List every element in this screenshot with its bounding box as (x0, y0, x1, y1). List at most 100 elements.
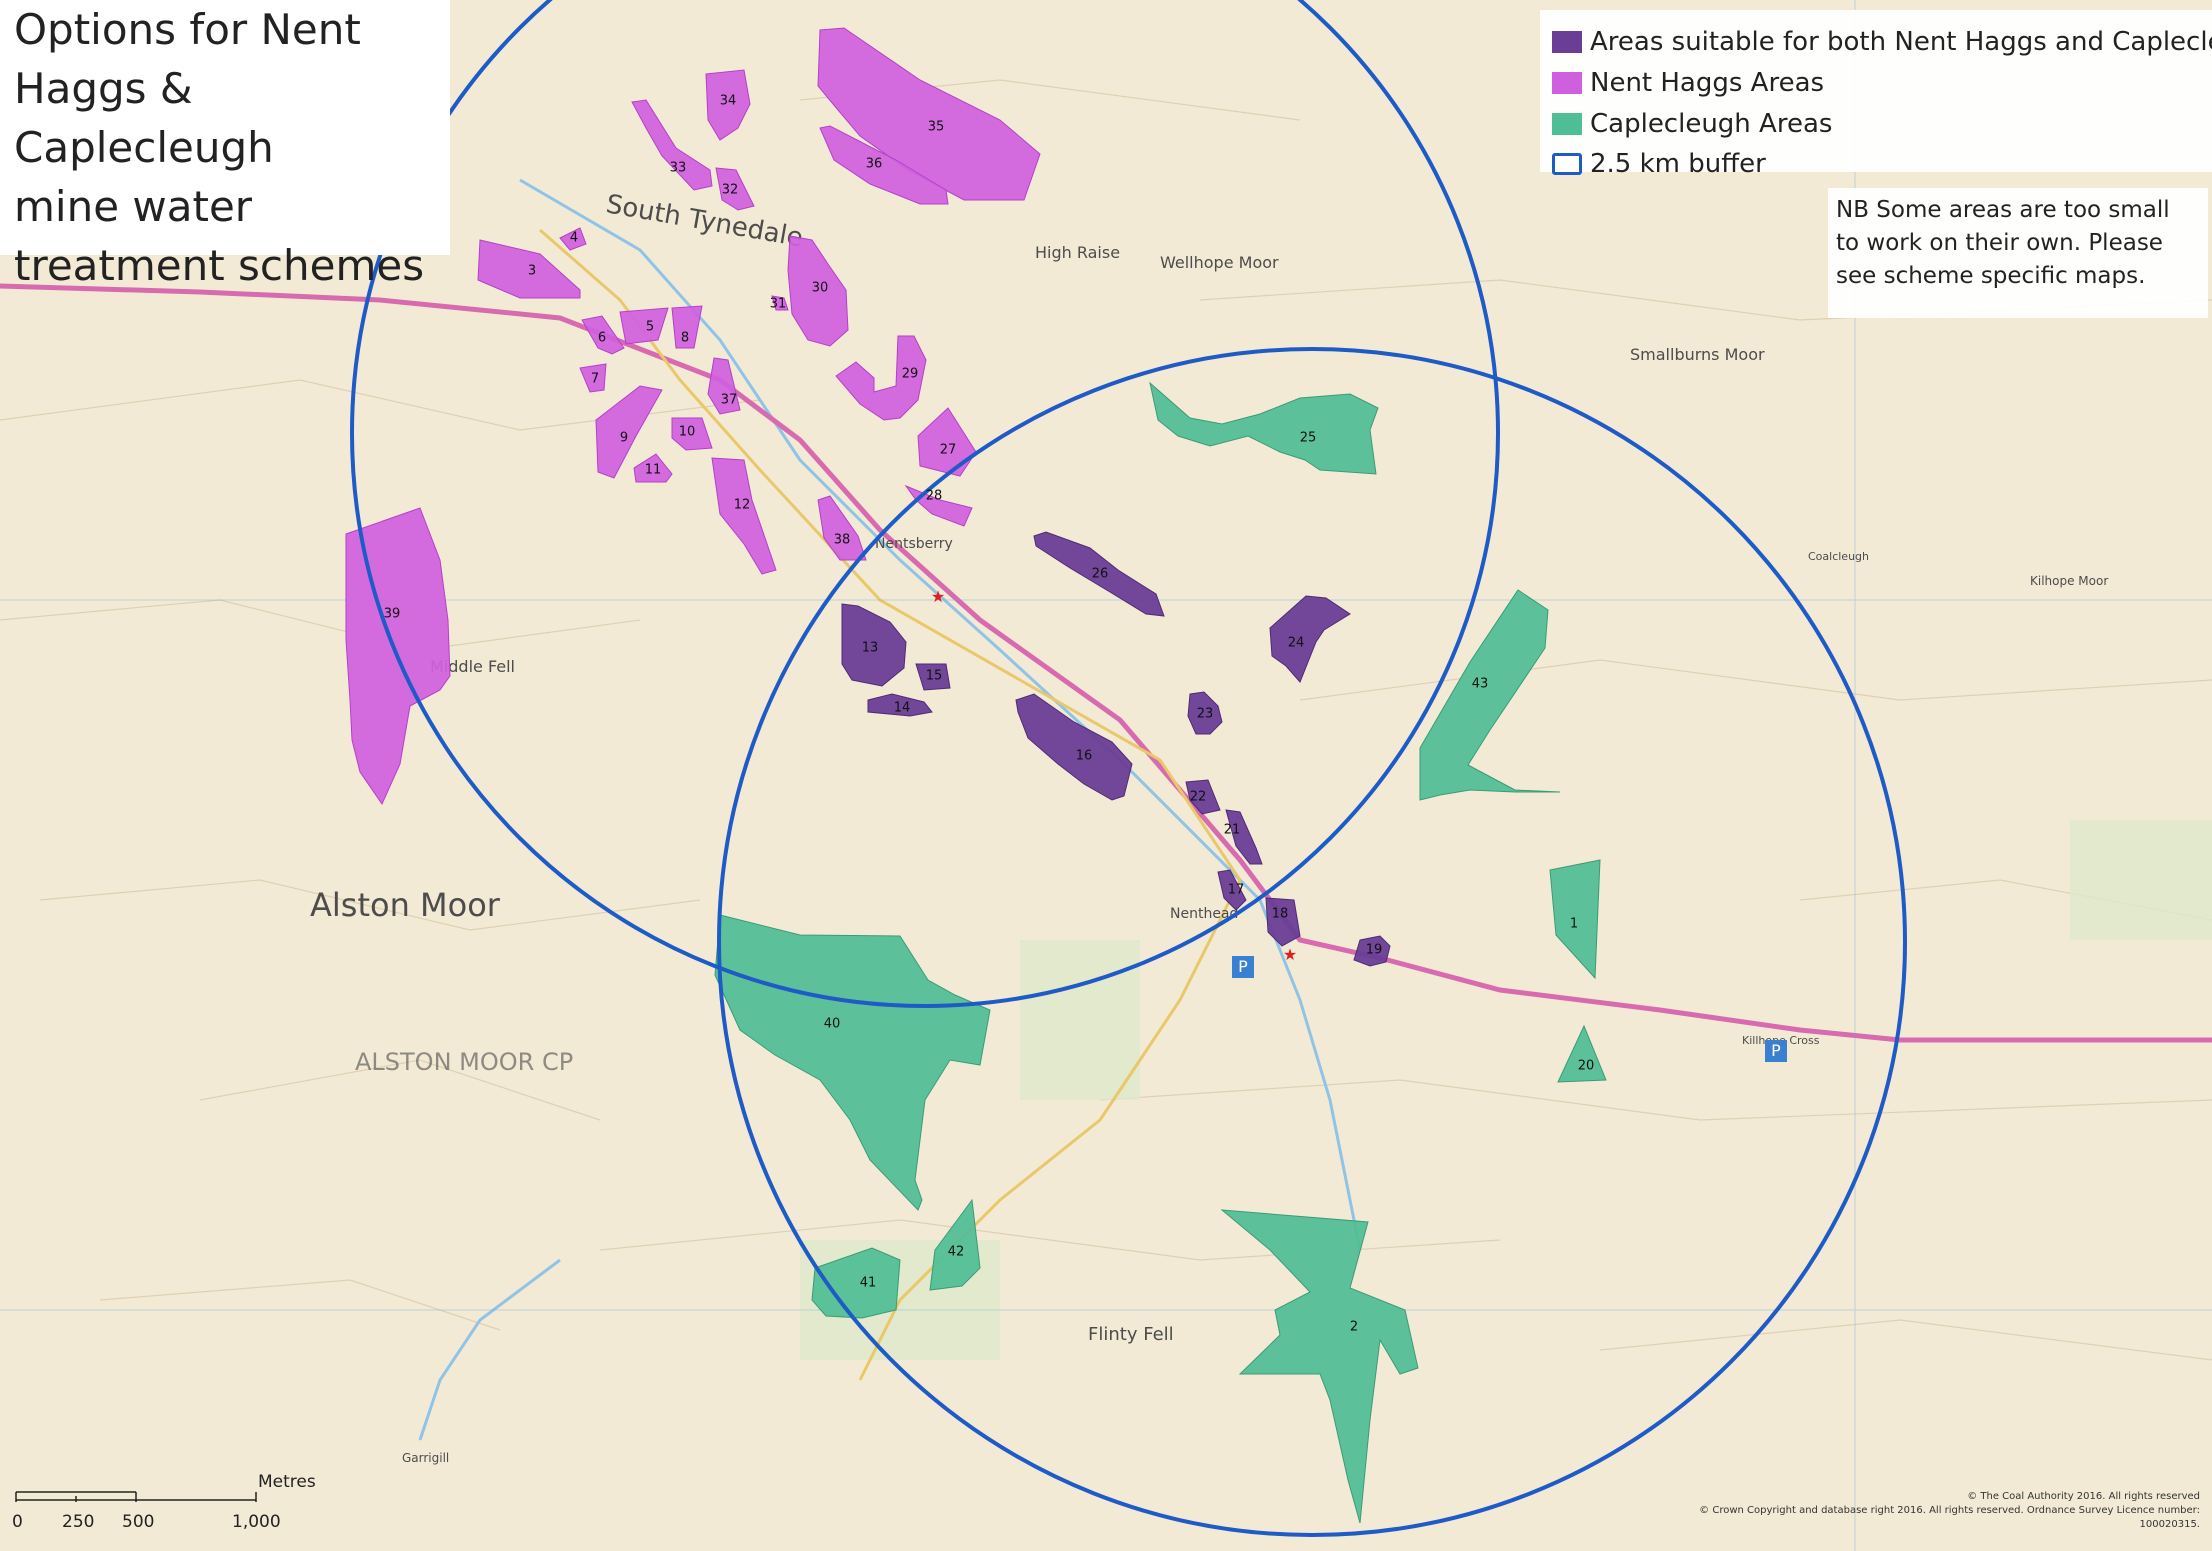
area-29[interactable] (835, 335, 927, 421)
area-18[interactable] (1265, 897, 1301, 947)
area-label: 3 (528, 264, 536, 279)
area-33[interactable] (631, 99, 713, 191)
area-21[interactable] (1225, 809, 1263, 865)
area-15[interactable] (915, 663, 951, 691)
area-label: 11 (645, 463, 662, 478)
map-title: Options for Nent Haggs & Caplecleugh min… (0, 0, 450, 290)
note-box: NB Some areas are too small to work on t… (1828, 188, 2208, 318)
area-label: 28 (926, 489, 943, 504)
title-line: mine water (14, 182, 253, 231)
area-34[interactable] (705, 69, 751, 141)
place-middle-fell: Middle Fell (430, 657, 515, 676)
legend-item-buffer: 2.5 km buffer (1552, 146, 1766, 182)
svg-text:P: P (1238, 957, 1248, 976)
scale-tick: 0 (12, 1512, 23, 1532)
area-label: 23 (1197, 707, 1214, 722)
area-10[interactable] (671, 417, 713, 451)
area-label: 34 (720, 94, 737, 109)
area-22[interactable] (1185, 779, 1221, 815)
area-label: 21 (1224, 823, 1241, 838)
area-25[interactable] (1149, 381, 1379, 475)
area-label: 22 (1190, 790, 1207, 805)
both-areas (841, 531, 1391, 967)
area-12[interactable] (711, 457, 777, 575)
area-41[interactable] (811, 1247, 901, 1319)
buffers (350, 0, 1907, 1537)
area-label: 9 (620, 431, 628, 446)
area-27[interactable] (917, 407, 977, 477)
area-label: 4 (570, 231, 578, 246)
place-smallburns-moor: Smallburns Moor (1630, 345, 1765, 364)
area-label: 33 (670, 161, 687, 176)
place-high-raise: High Raise (1035, 243, 1120, 262)
area-16[interactable] (1015, 693, 1133, 801)
area-32[interactable] (715, 167, 755, 211)
area-label: 12 (734, 498, 751, 513)
area-label: 7 (591, 372, 599, 387)
area-label: 32 (722, 183, 739, 198)
area-label: 25 (1300, 431, 1317, 446)
area-1[interactable] (1549, 859, 1601, 980)
legend-item-nent-haggs: Nent Haggs Areas (1552, 65, 1824, 101)
legend-item-caplecleugh: Caplecleugh Areas (1552, 106, 1832, 142)
area-9[interactable] (595, 385, 663, 479)
area-36[interactable] (819, 125, 949, 205)
area-label: 35 (928, 120, 945, 135)
area-24[interactable] (1269, 595, 1351, 683)
area-2[interactable] (1220, 1209, 1419, 1524)
area-label: 38 (834, 533, 851, 548)
area-42[interactable] (929, 1198, 981, 1291)
scale-bar-graphic (15, 1491, 257, 1502)
area-label: 43 (1472, 677, 1489, 692)
legend-label: 2.5 km buffer (1590, 149, 1766, 179)
area-26[interactable] (1033, 531, 1165, 617)
area-label: 36 (866, 157, 883, 172)
area-8[interactable] (671, 305, 703, 349)
area-label: 18 (1272, 907, 1289, 922)
area-30[interactable] (787, 235, 849, 347)
copyright-line: © Crown Copyright and database right 201… (1699, 1505, 2200, 1530)
place-flinty-fell: Flinty Fell (1088, 1324, 1174, 1345)
place-nentsberry: Nentsberry (875, 536, 953, 552)
area-13[interactable] (841, 603, 907, 687)
place-garrigill: Garrigill (402, 1451, 449, 1465)
area-3[interactable] (477, 239, 581, 299)
scale-tick: 1,000 (232, 1512, 281, 1532)
area-14[interactable] (867, 693, 933, 717)
legend-swatch (1552, 113, 1582, 135)
area-43[interactable] (1419, 589, 1561, 801)
minor-road-2 (858, 879, 1242, 1381)
main-road (0, 283, 2212, 1043)
title-line: Haggs & Caplecleugh (14, 64, 274, 172)
legend: Areas suitable for both Nent Haggs and C… (1540, 10, 2212, 179)
area-37[interactable] (707, 357, 741, 415)
area-23[interactable] (1187, 691, 1223, 735)
area-label: 13 (862, 641, 879, 656)
area-label: 15 (926, 669, 943, 684)
parking-icons: P P (1232, 956, 1787, 1062)
area-11[interactable] (633, 453, 673, 483)
area-6[interactable] (581, 315, 625, 355)
area-label: 29 (902, 367, 919, 382)
area-4[interactable] (559, 227, 587, 251)
area-20[interactable] (1557, 1024, 1607, 1083)
area-label: 16 (1076, 749, 1093, 764)
place-wellhope-moor: Wellhope Moor (1160, 253, 1279, 272)
area-38[interactable] (817, 495, 867, 561)
area-17[interactable] (1217, 869, 1247, 911)
buffer-nent-haggs (350, 0, 1500, 1008)
area-label: 37 (721, 393, 738, 408)
parking-icon (1232, 956, 1254, 978)
note-line: see scheme specific maps. (1836, 263, 2146, 289)
area-label: 31 (770, 297, 787, 312)
buffer-caplecleugh (717, 347, 1907, 1537)
area-31[interactable] (771, 295, 789, 311)
area-7[interactable] (579, 363, 607, 393)
note-line: to work on their own. Please (1836, 230, 2163, 256)
svg-text:P: P (1771, 1041, 1781, 1060)
area-35[interactable] (817, 27, 1041, 201)
area-label: 27 (940, 443, 957, 458)
area-19[interactable] (1353, 935, 1391, 967)
area-5[interactable] (619, 307, 669, 345)
area-label: 2 (1350, 1320, 1358, 1335)
